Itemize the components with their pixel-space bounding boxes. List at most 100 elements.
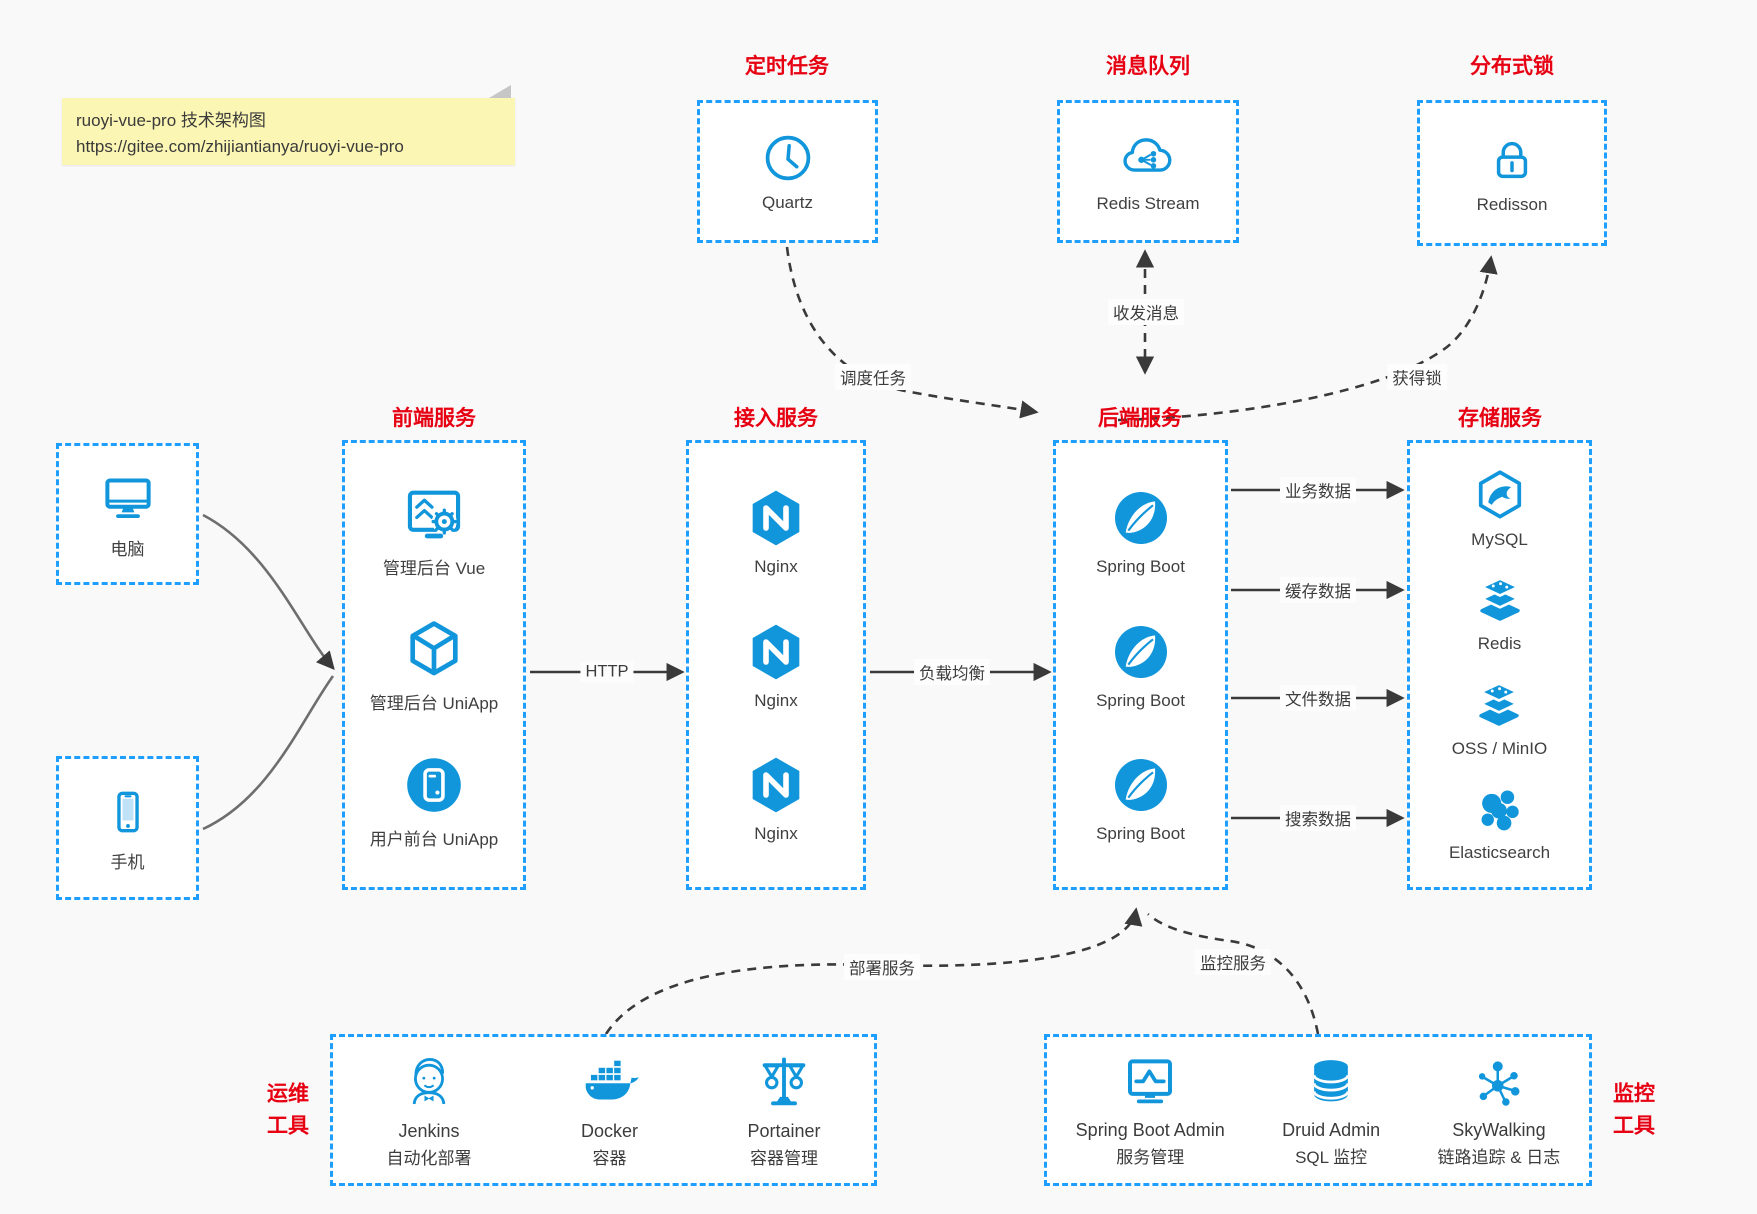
edge-label-lock: 获得锁 bbox=[1387, 364, 1447, 390]
tool-druid-admin: Druid Admin SQL 监控 bbox=[1282, 1052, 1380, 1168]
admin-vue-icon bbox=[401, 481, 467, 547]
tool-label: Druid Admin bbox=[1282, 1120, 1381, 1140]
storage-column: MySQL Redis OSS / MinIO Elasticsearch bbox=[1407, 440, 1592, 890]
node-label: 用户前台 UniApp bbox=[369, 829, 499, 849]
node-label: 电脑 bbox=[110, 540, 145, 559]
ops-tools-box: Jenkins 自动化部署 Docker 容器 Portainer 容器管理 bbox=[330, 1034, 877, 1186]
node-spring-boot-3: Spring Boot bbox=[1096, 753, 1185, 844]
nginx-icon bbox=[744, 486, 808, 550]
tool-label: Jenkins bbox=[398, 1121, 460, 1141]
backend-column: Spring Boot Spring Boot Spring Boot bbox=[1053, 440, 1228, 890]
node-label: Spring Boot bbox=[1096, 824, 1185, 844]
edge-label-search-data: 搜索数据 bbox=[1280, 805, 1356, 831]
mobile-icon bbox=[99, 783, 157, 841]
tool-sublabel: 自动化部署 bbox=[386, 1149, 472, 1168]
monitor-tools-box: Spring Boot Admin 服务管理 Druid Admin SQL 监… bbox=[1044, 1034, 1592, 1186]
monitor-title-line2: 工具 bbox=[1613, 1114, 1655, 1137]
edge-pc-to-frontend bbox=[202, 513, 335, 671]
redis-stream-box: Redis Stream bbox=[1057, 100, 1239, 243]
monitor-tools-title: 监控 工具 bbox=[1613, 1079, 1655, 1142]
node-redis: Redis bbox=[1473, 573, 1527, 654]
note-url: https://gitee.com/zhijiantianya/ruoyi-vu… bbox=[76, 137, 404, 157]
tool-sublabel: 容器管理 bbox=[749, 1149, 818, 1168]
node-label: MySQL bbox=[1471, 529, 1528, 549]
section-title-frontend: 前端服务 bbox=[392, 407, 476, 430]
nginx-icon bbox=[744, 753, 808, 817]
edge-label-file-data: 文件数据 bbox=[1280, 685, 1356, 711]
tool-jenkins: Jenkins 自动化部署 bbox=[386, 1051, 471, 1169]
tool-docker: Docker 容器 bbox=[578, 1051, 640, 1169]
docker-icon bbox=[578, 1051, 640, 1113]
node-spring-boot-1: Spring Boot bbox=[1096, 486, 1185, 577]
node-elasticsearch: Elasticsearch bbox=[1449, 782, 1550, 863]
note-title: ruoyi-vue-pro 技术架构图 bbox=[76, 111, 266, 130]
node-label: Elasticsearch bbox=[1448, 843, 1551, 863]
node-quartz: Quartz bbox=[760, 130, 816, 213]
client-arrows bbox=[202, 513, 335, 831]
portainer-icon bbox=[753, 1051, 815, 1113]
node-admin-uniapp: 管理后台 UniApp bbox=[370, 616, 498, 714]
tool-skywalking: SkyWalking 链路追踪 & 日志 bbox=[1437, 1052, 1561, 1168]
node-label: Nginx bbox=[754, 824, 798, 844]
section-title-storage: 存储服务 bbox=[1458, 407, 1542, 430]
clock-icon bbox=[760, 130, 816, 186]
node-spring-boot-2: Spring Boot bbox=[1096, 620, 1185, 711]
tool-sublabel: 服务管理 bbox=[1116, 1148, 1185, 1167]
cloud-stream-icon bbox=[1119, 129, 1177, 187]
client-pc-box: 电脑 bbox=[56, 443, 199, 585]
tool-sublabel: SQL 监控 bbox=[1295, 1148, 1368, 1167]
edge-label-http: HTTP bbox=[580, 661, 634, 683]
ops-tools-title: 运维 工具 bbox=[267, 1079, 309, 1142]
edge-label-cache-data: 缓存数据 bbox=[1280, 577, 1356, 603]
redisson-box: Redisson bbox=[1417, 100, 1607, 246]
client-phone-box: 手机 bbox=[56, 756, 199, 900]
tool-spring-boot-admin: Spring Boot Admin 服务管理 bbox=[1076, 1052, 1225, 1168]
edge-label-load-balance: 负载均衡 bbox=[914, 659, 990, 685]
ops-title-line2: 工具 bbox=[267, 1114, 309, 1137]
solid-arrows bbox=[530, 480, 1405, 828]
section-title-gateway: 接入服务 bbox=[734, 407, 818, 430]
edge-lock bbox=[1117, 255, 1498, 422]
node-admin-vue: 管理后台 Vue bbox=[383, 481, 485, 579]
spring-boot-icon bbox=[1109, 753, 1173, 817]
node-phone: 手机 bbox=[99, 783, 157, 873]
section-title-backend: 后端服务 bbox=[1098, 407, 1182, 430]
edge-label-deploy: 部署服务 bbox=[844, 954, 920, 980]
tool-label: Portainer bbox=[747, 1121, 821, 1141]
node-label: 管理后台 Vue bbox=[382, 558, 486, 578]
tool-label: SkyWalking bbox=[1452, 1120, 1546, 1140]
elasticsearch-icon bbox=[1472, 782, 1526, 836]
lock-icon bbox=[1484, 132, 1540, 188]
tool-sublabel: 链路追踪 & 日志 bbox=[1437, 1148, 1561, 1167]
frontend-column: 管理后台 Vue 管理后台 UniApp 用户前台 UniApp bbox=[342, 440, 526, 890]
node-user-uniapp: 用户前台 UniApp bbox=[370, 752, 498, 850]
node-redisson: Redisson bbox=[1476, 132, 1548, 215]
edge-schedule bbox=[785, 246, 1039, 419]
node-label: Nginx bbox=[754, 690, 798, 710]
edge-phone-to-frontend bbox=[202, 675, 335, 831]
node-mysql: MySQL bbox=[1471, 467, 1528, 550]
node-label: 管理后台 UniApp bbox=[369, 694, 499, 713]
edge-label-message: 收发消息 bbox=[1108, 299, 1184, 325]
spring-boot-icon bbox=[1109, 620, 1173, 684]
node-label: Spring Boot bbox=[1096, 556, 1185, 576]
spring-boot-admin-icon bbox=[1120, 1052, 1180, 1112]
druid-icon bbox=[1301, 1052, 1361, 1112]
section-title-scheduler: 定时任务 bbox=[745, 55, 829, 78]
section-title-lock: 分布式锁 bbox=[1470, 55, 1554, 78]
skywalking-icon bbox=[1469, 1052, 1529, 1112]
jenkins-icon bbox=[398, 1051, 460, 1113]
edge-label-business-data: 业务数据 bbox=[1280, 477, 1356, 503]
node-label: Redisson bbox=[1476, 194, 1548, 214]
tool-label: Spring Boot Admin bbox=[1075, 1120, 1225, 1140]
node-pc: 电脑 bbox=[98, 468, 158, 560]
tool-label: Docker bbox=[580, 1121, 638, 1141]
redis-icon bbox=[1473, 573, 1527, 627]
node-label: 手机 bbox=[110, 853, 145, 872]
section-title-mq: 消息队列 bbox=[1106, 55, 1190, 78]
monitor-title-line1: 监控 bbox=[1613, 1082, 1655, 1106]
node-nginx-3: Nginx bbox=[744, 753, 808, 844]
ops-title-line1: 运维 bbox=[267, 1082, 309, 1106]
gateway-column: Nginx Nginx Nginx bbox=[686, 440, 866, 890]
